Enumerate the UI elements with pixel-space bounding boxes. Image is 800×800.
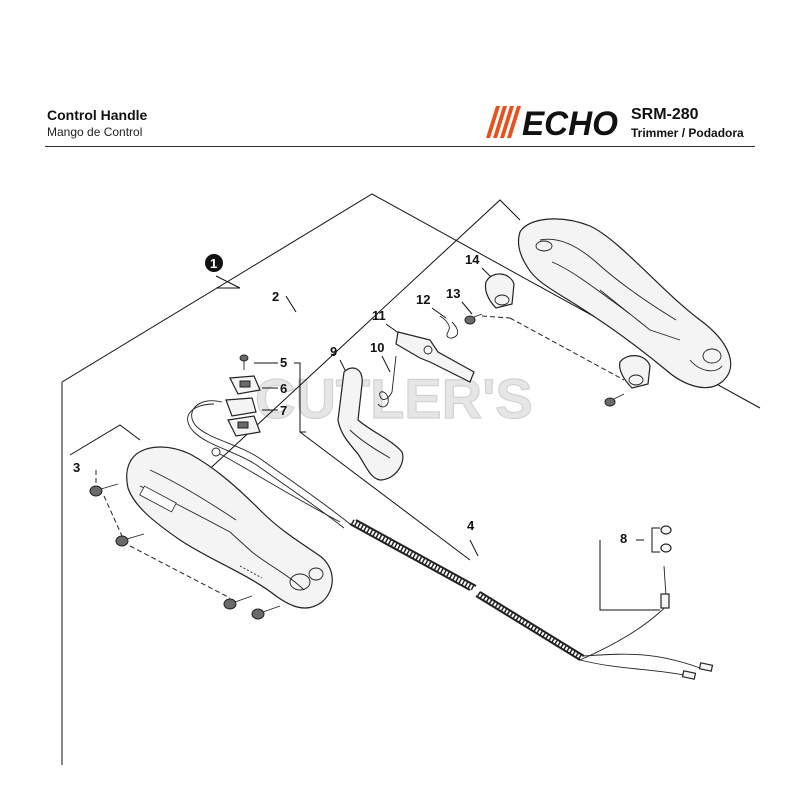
callout-7: 7 <box>280 403 287 418</box>
throttle-lock-11 <box>395 331 475 383</box>
assembly-bracket-2 <box>159 199 521 516</box>
bracket-8 <box>651 527 660 553</box>
page-subtitle: Mango de Control <box>47 125 143 139</box>
page-title: Control Handle <box>47 107 148 123</box>
callout-4: 4 <box>467 518 475 533</box>
screw-13-lower <box>604 393 625 407</box>
clamp-14-lower <box>619 355 651 389</box>
throttle-wire <box>219 453 341 523</box>
spring-10 <box>377 355 397 408</box>
wire-terminal <box>211 447 221 457</box>
leader-9 <box>339 359 347 373</box>
handle-half-right <box>517 218 732 389</box>
leader-2 <box>285 295 297 313</box>
model-number: SRM-280 <box>631 106 699 123</box>
assembly-bracket-3 <box>69 424 141 456</box>
callout-1-circle <box>205 254 223 272</box>
callout-12: 12 <box>416 292 430 307</box>
switch-wire-loop-2 <box>187 403 345 529</box>
align-line-13 <box>481 315 511 319</box>
callout-6: 6 <box>280 381 287 396</box>
align-line-clamp <box>509 317 625 381</box>
align-line-3a <box>103 495 123 537</box>
leader-4 <box>469 539 479 557</box>
callout-13: 13 <box>446 286 460 301</box>
handle-half-left <box>126 446 333 609</box>
callout-8: 8 <box>620 531 627 546</box>
callout-11: 11 <box>372 308 386 323</box>
echo-badge <box>139 485 177 513</box>
screw-3-b <box>115 533 145 547</box>
screw-5 <box>239 354 249 370</box>
switch-wire-loop <box>191 400 351 525</box>
bracket-5-7 <box>294 362 306 433</box>
spring-12 <box>439 315 459 339</box>
echo-logo: ECHO <box>486 105 618 140</box>
leader-13 <box>461 301 473 315</box>
header-divider <box>45 146 755 147</box>
callout-2: 2 <box>272 289 279 304</box>
screw-13 <box>464 313 483 325</box>
clamp-14 <box>484 273 515 309</box>
cable-fitting-8 <box>660 525 672 553</box>
switch-plate-6 <box>229 375 261 395</box>
leader-1b <box>215 275 241 289</box>
callout-1: 1 <box>210 256 217 271</box>
throttle-trigger-9 <box>337 367 404 481</box>
leader-12 <box>431 307 447 319</box>
stop-switch-7 <box>225 397 261 437</box>
callout-5: 5 <box>280 355 287 370</box>
screw-3-d <box>251 605 281 620</box>
logo-stripes-icon <box>486 106 521 138</box>
callout-3: 3 <box>73 460 80 475</box>
callout-14: 14 <box>465 252 480 267</box>
model-description: Trimmer / Podadora <box>631 126 744 140</box>
leader-4-line <box>299 431 471 561</box>
logo-wordmark: ECHO <box>522 105 618 140</box>
leader-8-line <box>599 540 660 611</box>
screw-3-a <box>89 483 119 497</box>
callout-9: 9 <box>330 344 337 359</box>
callout-10: 10 <box>370 340 384 355</box>
align-line-3b <box>129 545 231 599</box>
screw-3-c <box>223 595 253 610</box>
throttle-cable-4 <box>349 519 714 680</box>
leader-10 <box>381 355 391 373</box>
